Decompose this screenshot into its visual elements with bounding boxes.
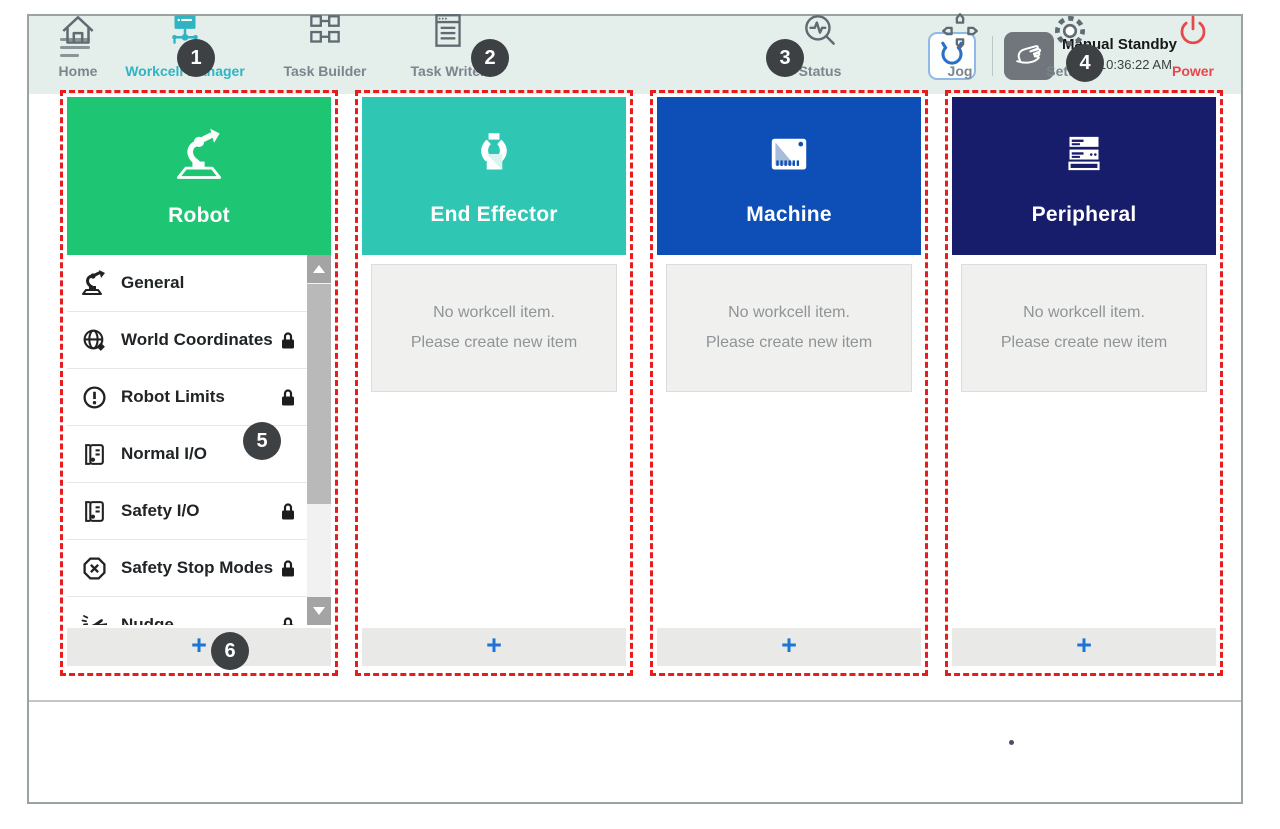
menu-item-safety-io[interactable]: Safety I/O bbox=[67, 483, 307, 540]
task-builder-icon bbox=[304, 10, 346, 57]
menu-item-label: World Coordinates bbox=[121, 330, 273, 349]
power-icon bbox=[1172, 10, 1214, 57]
empty-state-line2: Please create new item bbox=[705, 334, 873, 351]
peripheral-item-panel: No workcell item. Please create new item bbox=[952, 255, 1216, 625]
workcell-column-peripheral: Peripheral No workcell item. Please crea… bbox=[945, 90, 1223, 676]
menu-item-robot-limits[interactable]: Robot Limits bbox=[67, 369, 307, 426]
lock-icon bbox=[277, 559, 297, 578]
menu-item-nudge[interactable]: Nudge bbox=[67, 597, 307, 625]
empty-state-line1: No workcell item. bbox=[1023, 304, 1145, 321]
menu-item-general[interactable]: General bbox=[67, 255, 307, 312]
hand-icon bbox=[1010, 36, 1048, 77]
machine-item-panel: No workcell item. Please create new item bbox=[657, 255, 921, 625]
topbar-divider bbox=[992, 36, 993, 76]
empty-state-line1: No workcell item. bbox=[433, 304, 555, 321]
column-title-end-effector: End Effector bbox=[430, 202, 558, 226]
lock-icon bbox=[277, 502, 297, 521]
empty-state: No workcell item. Please create new item bbox=[371, 264, 617, 392]
plus-icon: + bbox=[486, 630, 502, 660]
workcell-column-machine: Machine No workcell item. Please create … bbox=[650, 90, 928, 676]
scrollbar-thumb[interactable] bbox=[307, 284, 331, 504]
menu-item-label: Safety I/O bbox=[121, 501, 200, 520]
nav-power[interactable]: Power bbox=[1133, 10, 1253, 79]
callout-badge-3: 3 bbox=[766, 39, 804, 77]
end-effector-item-panel: No workcell item. Please create new item bbox=[362, 255, 626, 625]
safety-stop-modes-icon bbox=[79, 555, 109, 582]
callout-badge-1: 1 bbox=[177, 39, 215, 77]
callout-badge-6: 6 bbox=[211, 632, 249, 670]
nudge-hand-icon bbox=[79, 612, 109, 625]
scrollbar[interactable] bbox=[307, 255, 331, 625]
gear-icon bbox=[1049, 10, 1091, 57]
add-end-effector-item-button[interactable]: + bbox=[362, 628, 626, 666]
menu-item-label: Nudge bbox=[121, 615, 174, 625]
triangle-up-icon bbox=[313, 265, 325, 273]
end-effector-category-header[interactable]: End Effector bbox=[362, 97, 626, 255]
safety-io-icon bbox=[79, 498, 109, 525]
robot-gripper-button[interactable] bbox=[928, 32, 976, 80]
world-coordinates-icon bbox=[79, 327, 109, 354]
callout-badge-5: 5 bbox=[243, 422, 281, 460]
peripheral-server-icon bbox=[1055, 126, 1113, 189]
empty-state-line1: No workcell item. bbox=[728, 304, 850, 321]
callout-badge-2: 2 bbox=[471, 39, 509, 77]
callout-badge-4: 4 bbox=[1066, 44, 1104, 82]
add-peripheral-item-button[interactable]: + bbox=[952, 628, 1216, 666]
robot-limits-icon bbox=[79, 384, 109, 411]
menu-item-safety-stop-modes[interactable]: Safety Stop Modes bbox=[67, 540, 307, 597]
lock-icon bbox=[277, 331, 297, 350]
robot-arm-icon bbox=[169, 125, 229, 190]
plus-icon: + bbox=[1076, 630, 1092, 660]
empty-state-line2: Please create new item bbox=[410, 334, 578, 351]
general-robot-icon bbox=[79, 270, 109, 297]
column-title-machine: Machine bbox=[746, 202, 832, 226]
nav-task-builder[interactable]: Task Builder bbox=[265, 10, 385, 79]
robot-category-header[interactable]: Robot bbox=[67, 97, 331, 255]
empty-state-line2: Please create new item bbox=[1000, 334, 1168, 351]
robot-item-list-panel: General World Coordinates bbox=[67, 255, 331, 625]
peripheral-category-header[interactable]: Peripheral bbox=[952, 97, 1216, 255]
plus-icon: + bbox=[191, 630, 207, 660]
machine-panel-icon bbox=[760, 126, 818, 189]
menu-item-label: Normal I/O bbox=[121, 444, 207, 463]
menu-item-label: Safety Stop Modes bbox=[121, 558, 274, 577]
nav-separator-dot bbox=[1009, 740, 1014, 745]
column-title-peripheral: Peripheral bbox=[1031, 202, 1137, 226]
manual-mode-button[interactable] bbox=[1004, 32, 1054, 80]
nav-task-writer[interactable]: Task Writer bbox=[388, 10, 508, 79]
plus-icon: + bbox=[781, 630, 797, 660]
column-title-robot: Robot bbox=[168, 203, 230, 227]
nav-jog[interactable]: Jog bbox=[900, 10, 1020, 79]
add-machine-item-button[interactable]: + bbox=[657, 628, 921, 666]
menu-item-world-coordinates[interactable]: World Coordinates bbox=[67, 312, 307, 369]
normal-io-icon bbox=[79, 441, 109, 468]
menu-item-label: Robot Limits bbox=[121, 387, 225, 406]
triangle-down-icon bbox=[313, 607, 325, 615]
menu-item-label: General bbox=[121, 273, 185, 292]
gripper-box-icon bbox=[465, 126, 523, 189]
status-pulse-icon bbox=[799, 10, 841, 57]
nav-status[interactable]: Status bbox=[760, 10, 880, 79]
home-icon bbox=[57, 10, 99, 57]
robot-menu-list: General World Coordinates bbox=[67, 255, 307, 625]
lock-icon bbox=[277, 388, 297, 407]
scroll-down-button[interactable] bbox=[307, 597, 331, 625]
nav-home[interactable]: Home bbox=[18, 10, 138, 79]
lock-icon bbox=[277, 616, 297, 625]
task-writer-icon bbox=[427, 10, 469, 57]
add-robot-item-button[interactable]: + bbox=[67, 628, 331, 666]
empty-state: No workcell item. Please create new item bbox=[961, 264, 1207, 392]
jog-dpad-icon bbox=[939, 10, 981, 57]
workcell-column-end-effector: End Effector No workcell item. Please cr… bbox=[355, 90, 633, 676]
bottom-navigation-bar bbox=[29, 700, 1241, 802]
machine-category-header[interactable]: Machine bbox=[657, 97, 921, 255]
scroll-up-button[interactable] bbox=[307, 255, 331, 283]
empty-state: No workcell item. Please create new item bbox=[666, 264, 912, 392]
workcell-column-robot: Robot General bbox=[60, 90, 338, 676]
